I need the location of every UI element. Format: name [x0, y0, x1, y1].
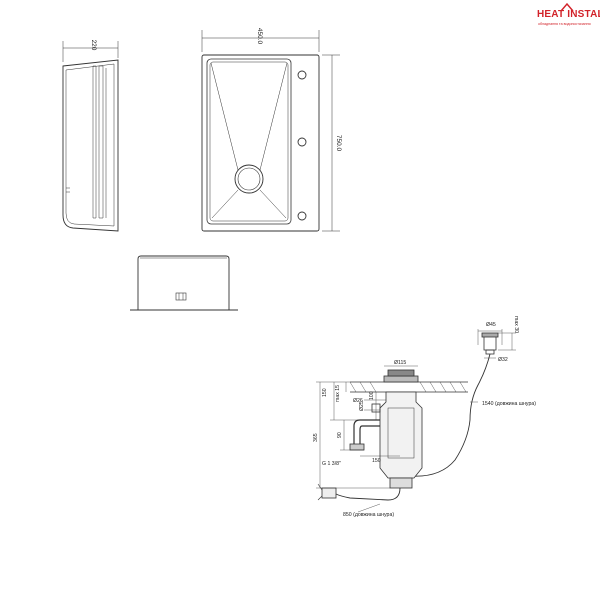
label-top-max-height: max 30 [513, 316, 519, 333]
sink-side-view [62, 41, 119, 232]
label-height-90: 90 [337, 432, 343, 438]
sink-front-view [130, 255, 238, 311]
dim-width: 450.0 [256, 28, 263, 45]
label-pneumatic-cord: 1540 (довжина шнура) [482, 401, 536, 407]
label-height-upper: 150 [322, 388, 328, 397]
label-power-cord: 850 (довжина шнура) [343, 512, 394, 518]
label-outlet-offset: 150 [372, 458, 381, 464]
label-flange-diameter: Ø115 [394, 360, 406, 366]
label-button-diameter: Ø32 [498, 357, 508, 363]
label-top-diameter: Ø45 [486, 322, 496, 328]
brand-tagline: обладнання та водопостачання [538, 22, 591, 26]
label-total-height: 365 [313, 433, 319, 442]
disposer-drawing [316, 329, 516, 513]
dim-length: 750.0 [335, 135, 342, 152]
label-height-100: 100 [369, 391, 375, 400]
brand-name: HEAT INSTALL [537, 9, 600, 20]
label-inlet-diameter: Ø25 [359, 401, 365, 411]
sink-top-view [201, 30, 340, 232]
label-max-15: max 15 [335, 385, 341, 402]
label-thread: G 1 3/8" [322, 461, 341, 467]
brand-logo: HEAT INSTALL обладнання та водопостачанн… [537, 2, 600, 31]
label-outlet-diameter: Ø26 [353, 398, 363, 404]
dim-side-depth: 220 [90, 40, 97, 51]
house-icon [560, 2, 574, 12]
